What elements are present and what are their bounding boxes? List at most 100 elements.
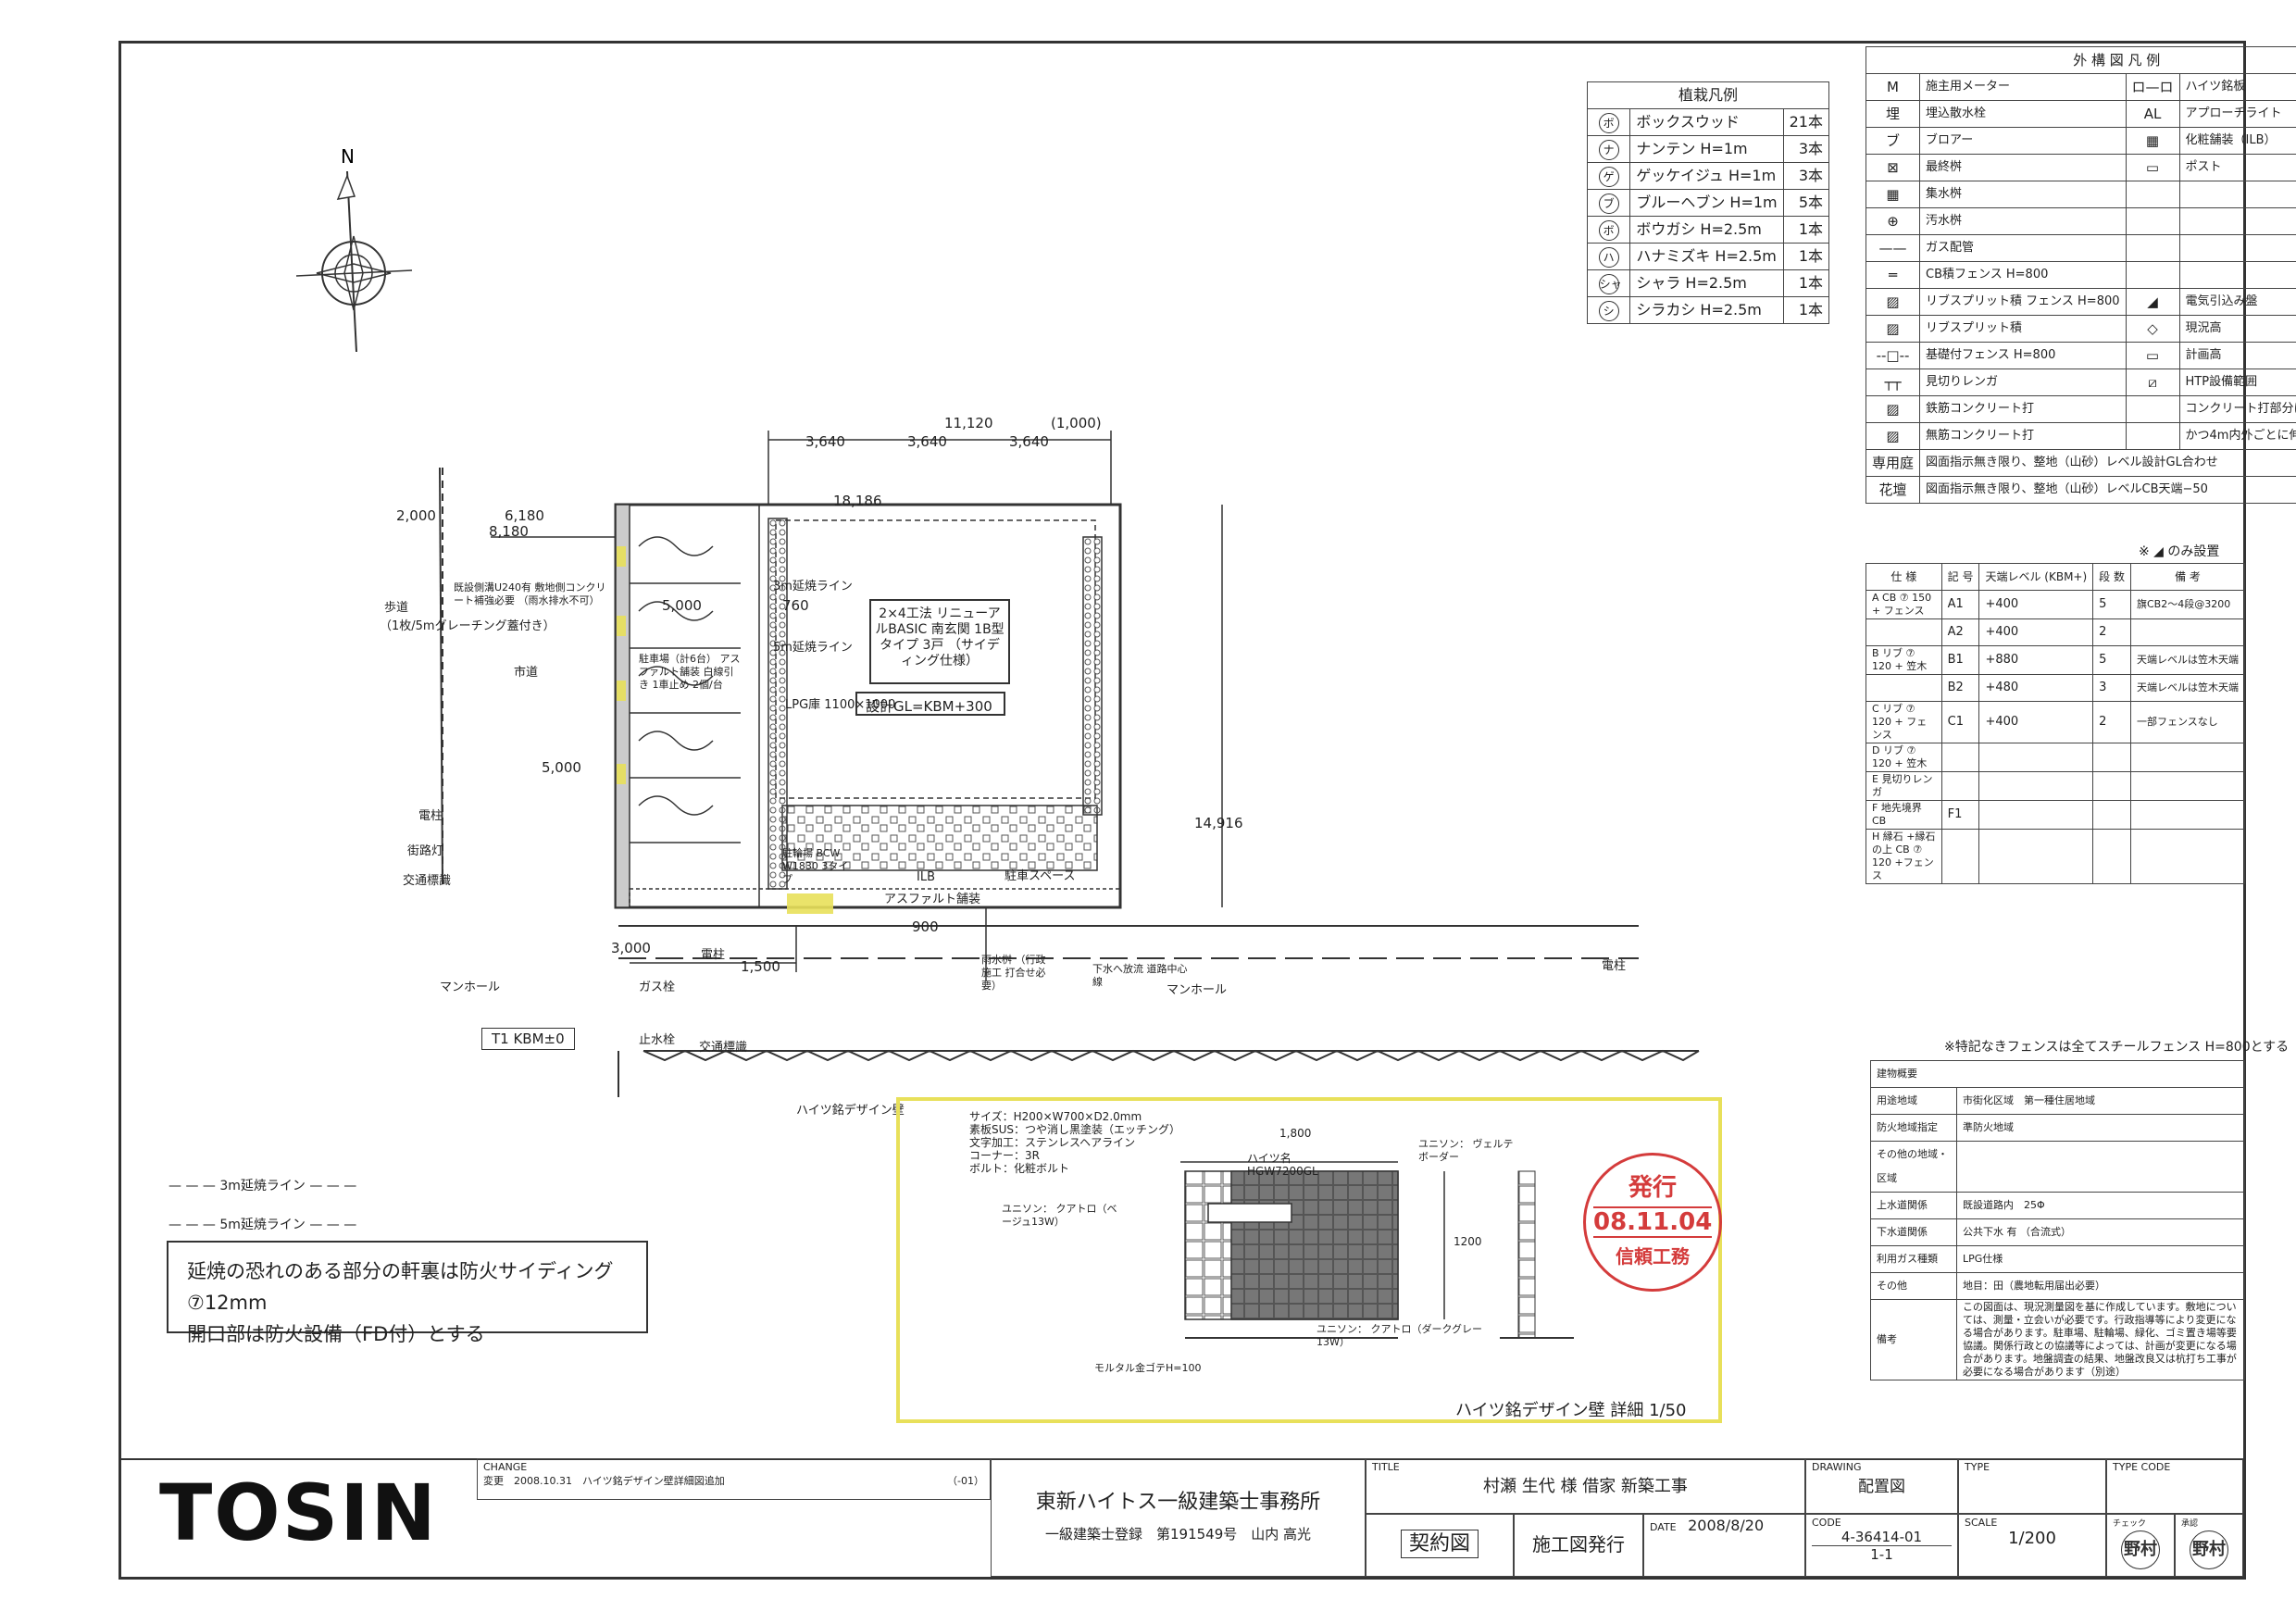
company-name: 東新ハイトス一級建築士事務所 bbox=[1035, 1491, 1321, 1514]
project-title: 村瀬 生代 様 借家 新築工事 bbox=[1483, 1477, 1688, 1496]
overview-key: 利用ガス種類 bbox=[1870, 1245, 1957, 1273]
plan-ilb: ILB bbox=[917, 870, 935, 884]
plan-dim-r1000: 14,916 bbox=[1194, 815, 1243, 831]
plan-water-valve: 止水栓 bbox=[639, 1033, 676, 1047]
plan-grating: （1枚/5mグレーチング蓋付き） bbox=[380, 619, 555, 633]
exterior-symbol: ブ bbox=[1865, 127, 1921, 155]
code-label: CODE bbox=[1812, 1517, 1841, 1529]
spec-table-note-top: ※ ◢ のみ設置 bbox=[2139, 544, 2220, 559]
change-cell: CHANGE 変更 2008.10.31 ハイツ銘デザイン壁詳細図追加 （-01… bbox=[477, 1458, 991, 1500]
planting-name: ナンテン H=1m bbox=[1629, 135, 1784, 163]
overview-key: その他 bbox=[1870, 1272, 1957, 1300]
spec-table: 仕 様記 号天端レベル (KBM+)段 数備 考 A CB ⑦ 150 + フェ… bbox=[1866, 563, 2245, 884]
exterior-symbol-2: AL bbox=[2125, 100, 2180, 128]
exterior-symbol: ▨ bbox=[1865, 395, 1921, 423]
sheet-no: 1-1 bbox=[1812, 1545, 1952, 1563]
type-code-label: TYPE CODE bbox=[2113, 1461, 2171, 1473]
exterior-legend-row: 花壇図面指示無き限り、整地（山砂）レベルCB天端−50 bbox=[1865, 476, 2296, 504]
plan-lpg: LPG庫 1100×1000 bbox=[785, 698, 896, 712]
detail-dim-height: 1200 bbox=[1454, 1235, 1482, 1248]
spec-spec: H 縁石 +縁石の上 CB ⑦ 120 +フェンス bbox=[1866, 829, 1942, 884]
plan-dim-left3: 8,180 bbox=[489, 523, 529, 540]
fire-note: 延焼の恐れのある部分の軒裏は防火サイディング⑦12mm 開口部は防火設備（FD付… bbox=[167, 1241, 648, 1345]
planting-name: ボックスウッド bbox=[1629, 108, 1784, 136]
exterior-symbol-2: ◢ bbox=[2125, 288, 2180, 316]
overview-value: 公共下水 有 （合流式） bbox=[1956, 1218, 2245, 1246]
plan-design-wall-callout: ハイツ銘デザイン壁 bbox=[796, 1104, 905, 1118]
planting-qty: 1本 bbox=[1782, 216, 1830, 244]
plan-dim-5000b: 5,000 bbox=[542, 759, 581, 776]
exterior-symbol: —— bbox=[1865, 234, 1921, 262]
spec-steps bbox=[2092, 743, 2131, 772]
type-cell: TYPE bbox=[1958, 1458, 2106, 1514]
spec-level: +480 bbox=[1978, 674, 2094, 702]
planting-symbol: ボ bbox=[1586, 108, 1631, 136]
plan-5m-line: 5m延焼ライン bbox=[773, 641, 853, 655]
scale-label: SCALE bbox=[1965, 1517, 1998, 1529]
detail-spec-line: 素板SUS：つや消し黒塗装（エッチング） bbox=[969, 1123, 1181, 1136]
detail-bottom-label: ユニソン： クアトロ（ダークグレー13W） bbox=[1316, 1323, 1483, 1348]
exterior-item-2: コンクリート打部分には20㎡ bbox=[2178, 395, 2296, 423]
overview-row: 下水道関係公共下水 有 （合流式） bbox=[1870, 1218, 2245, 1246]
plan-parking-space: 駐車スペース bbox=[1004, 869, 1076, 883]
spec-spec: D リブ ⑦ 120 + 笠木 bbox=[1866, 743, 1942, 772]
plan-dim-a: 3,640 bbox=[805, 433, 845, 450]
planting-symbol: ボ bbox=[1586, 216, 1631, 244]
plan-line-legend-5m: — — — 5m延焼ライン — — — bbox=[168, 1218, 357, 1232]
type-label: TYPE bbox=[1965, 1461, 1990, 1473]
plan-dim-left2: 2,000 bbox=[396, 507, 436, 524]
north-label: N bbox=[341, 145, 355, 168]
title-block bbox=[120, 1458, 2243, 1579]
spec-note: 一部フェンスなし bbox=[2130, 701, 2245, 743]
spec-table-note-bottom: ※特記なきフェンスは全てスチールフェンス H=800とする bbox=[1944, 1040, 2290, 1055]
plan-rain-basin: 雨水桝 （行政施工 打合せ必要） bbox=[981, 954, 1046, 992]
plan-pole-2: 電柱 bbox=[701, 948, 726, 962]
exterior-item: 鉄筋コンクリート打 bbox=[1919, 395, 2127, 423]
plan-pole-3: 電柱 bbox=[1602, 959, 1627, 973]
north-arrow: N bbox=[295, 145, 413, 353]
spec-level: +400 bbox=[1978, 590, 2094, 619]
overview-row: 備考この図面は、現況測量図を基に作成しています。敷地については、測量・立会いが必… bbox=[1870, 1299, 2245, 1380]
spec-note: 天端レベルは笠木天端 bbox=[2130, 645, 2245, 675]
exterior-symbol: ⊠ bbox=[1865, 154, 1921, 181]
detail-left-label: ユニソン： クアトロ（ベージュ13W） bbox=[1002, 1203, 1117, 1228]
overview-row: その他の地域・区域 bbox=[1870, 1141, 2245, 1193]
fire-note-line-2: 開口部は防火設備（FD付）とする bbox=[187, 1323, 485, 1345]
site-inner bbox=[491, 431, 1223, 981]
spec-sym bbox=[1940, 743, 1980, 772]
plan-sewer: 下水へ放流 道路中心線 bbox=[1092, 963, 1188, 988]
type-code-cell: TYPE CODE bbox=[2106, 1458, 2243, 1514]
date-value: 2008/8/20 bbox=[1688, 1517, 1765, 1534]
plan-3m-line: 3m延焼ライン bbox=[773, 580, 853, 593]
spec-row: H 縁石 +縁石の上 CB ⑦ 120 +フェンス bbox=[1866, 829, 2245, 884]
plan-manhole-2: マンホール bbox=[1167, 983, 1228, 997]
detail-dim-width: 1,800 bbox=[1279, 1127, 1312, 1140]
exterior-legend-row: 専用庭図面指示無き限り、整地（山砂）レベル設計GL合わせ bbox=[1865, 449, 2296, 477]
title-label: TITLE bbox=[1372, 1461, 1400, 1473]
exterior-item-2: 電気引込み盤 bbox=[2178, 288, 2296, 316]
detail-drawing bbox=[1180, 1161, 1574, 1339]
spec-header: 仕 様 bbox=[1866, 563, 1942, 591]
exterior-symbol: --□-- bbox=[1865, 342, 1921, 369]
exterior-item: 図面指示無き限り、整地（山砂）レベルCB天端−50 bbox=[1919, 476, 2296, 504]
spec-level: +400 bbox=[1978, 701, 2094, 743]
plan-traffic-sign: 交通標識 bbox=[403, 874, 452, 888]
approve-cell: 承認 野村 bbox=[2175, 1514, 2243, 1577]
detail-spec-line: 文字加工：ステンレスヘアライン bbox=[969, 1136, 1136, 1149]
exterior-item: リブスプリット積 bbox=[1919, 315, 2127, 343]
title-cell: TITLE 村瀬 生代 様 借家 新築工事 bbox=[1366, 1458, 1805, 1514]
plan-building-label: 2×4工法 リニューアルBASIC 南玄関 1B型タイプ 3戸 （サイディング仕… bbox=[875, 606, 1004, 668]
change-no: （-01） bbox=[947, 1475, 984, 1487]
company-logo: TOSIN bbox=[159, 1468, 438, 1558]
exterior-item-2: HTP設備範囲 bbox=[2178, 369, 2296, 396]
exterior-legend-row: --□--基礎付フェンス H=800▭計画高 bbox=[1865, 342, 2296, 369]
building-overview-title: 建物概要 bbox=[1870, 1060, 2245, 1088]
exterior-symbol-2 bbox=[2125, 422, 2180, 450]
spec-spec: F 地先境界CB bbox=[1866, 800, 1942, 830]
check-label: チェック bbox=[2113, 1519, 2147, 1529]
